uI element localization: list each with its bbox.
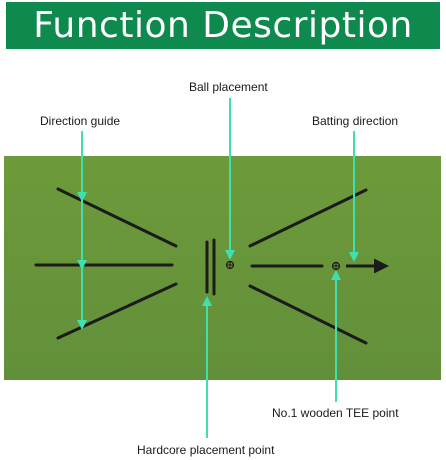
left-guide-lines: [34, 187, 178, 340]
left-guide-upper: [56, 187, 178, 248]
right-guide-lower: [248, 284, 368, 345]
center-bars: [205, 238, 216, 296]
left-guide-lower: [56, 282, 178, 340]
tee-marker-icon: [331, 261, 341, 271]
batting-direction-label: Batting direction: [312, 114, 399, 128]
hardcore-point-label: Hardcore placement point: [137, 443, 275, 457]
ball-placement-label: Ball placement: [189, 80, 268, 94]
callout-arrows: [77, 98, 359, 438]
ball-marker-icon: [225, 260, 235, 270]
tee-point-label: No.1 wooden TEE point: [272, 406, 399, 420]
right-guide-upper: [248, 188, 368, 248]
direction-guide-label: Direction guide: [40, 114, 121, 128]
page-title: Function Description: [33, 5, 413, 46]
right-guide-lines: [248, 188, 368, 345]
hitting-mat: [4, 156, 441, 380]
title-banner: Function Description: [6, 2, 440, 49]
